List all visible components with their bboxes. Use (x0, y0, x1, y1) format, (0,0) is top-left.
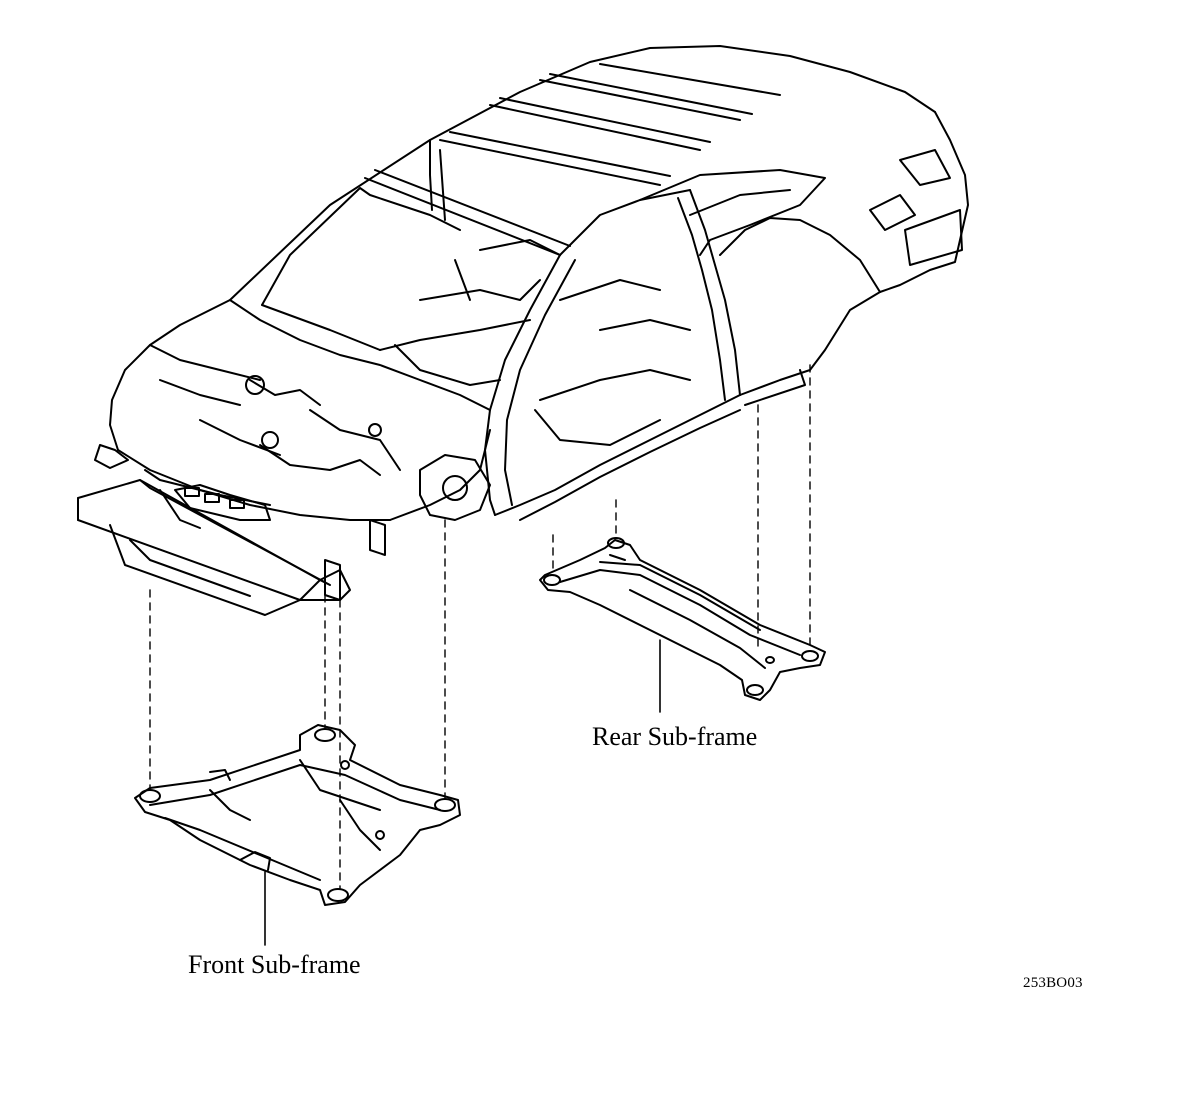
figure-code: 253BO03 (1023, 975, 1083, 991)
front-subframe-label: Front Sub-frame (188, 950, 361, 979)
front-subframe-part (134, 724, 461, 946)
mounting-alignment-lines (149, 364, 811, 889)
rear-subframe-label: Rear Sub-frame (592, 722, 758, 751)
vehicle-body-shell (77, 45, 969, 616)
rear-subframe-part (539, 537, 826, 713)
